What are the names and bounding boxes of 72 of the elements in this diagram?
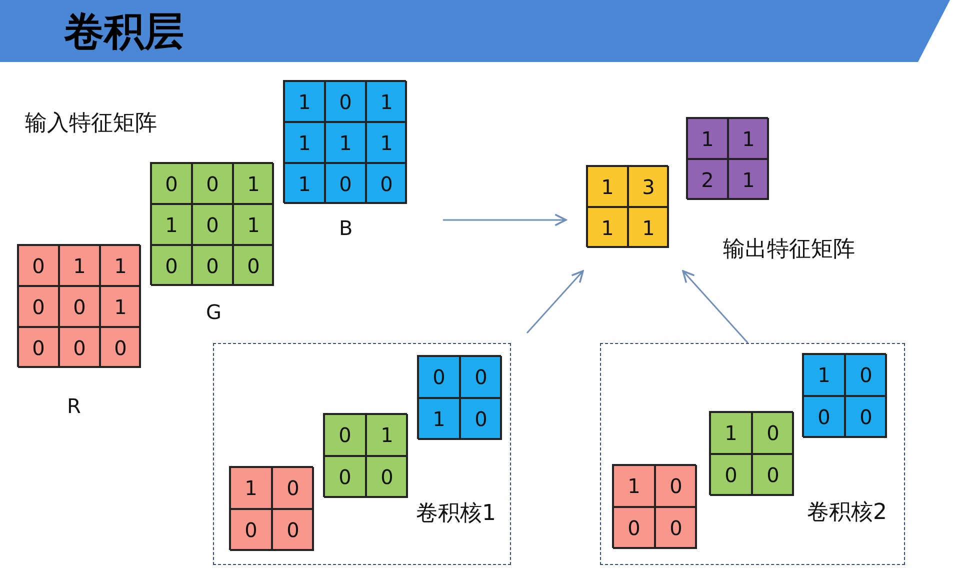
matrix-value: 0 <box>460 398 502 440</box>
matrix-value: 0 <box>752 412 794 454</box>
matrix-value: 1 <box>59 245 100 286</box>
matrix-value: 1 <box>587 166 628 207</box>
matrix-value: 1 <box>100 245 141 286</box>
matrix-value: 1 <box>587 207 628 248</box>
matrix-value: 0 <box>100 327 141 368</box>
matrix-value: 0 <box>366 456 408 498</box>
matrix-value: 0 <box>845 396 887 438</box>
matrix-value: 0 <box>233 245 274 286</box>
matrix-value: 2 <box>687 159 728 200</box>
matrix-value: 1 <box>687 118 728 159</box>
matrix-value: 0 <box>325 163 366 204</box>
matrix-value: 0 <box>710 454 752 496</box>
matrix-value: 0 <box>59 327 100 368</box>
section-label: 输出特征矩阵 <box>723 236 855 264</box>
matrix-value: 1 <box>366 414 408 456</box>
matrix-value: 0 <box>272 467 314 509</box>
matrix-value: 1 <box>628 207 669 248</box>
matrix-value: 1 <box>284 122 325 163</box>
matrix-value: 0 <box>324 456 366 498</box>
matrix-value: 1 <box>151 204 192 245</box>
matrix-value: 0 <box>192 204 233 245</box>
matrix-value: 0 <box>325 81 366 122</box>
matrix-value: 1 <box>418 398 460 440</box>
kernel-label: 卷积核2 <box>807 499 887 527</box>
matrix-value: 0 <box>18 245 59 286</box>
arrow <box>526 270 584 334</box>
matrix-value: 0 <box>272 509 314 551</box>
matrix-value: 0 <box>418 356 460 398</box>
matrix-value: 3 <box>628 166 669 207</box>
section-label: 输入特征矩阵 <box>25 110 157 138</box>
channel-label: B <box>339 216 353 240</box>
title: 卷积层 <box>64 8 184 57</box>
matrix-value: 1 <box>233 204 274 245</box>
matrix-value: 0 <box>845 354 887 396</box>
matrix-value: 1 <box>803 354 845 396</box>
matrix-value: 0 <box>59 286 100 327</box>
matrix-value: 1 <box>325 122 366 163</box>
matrix-value: 1 <box>728 118 769 159</box>
matrix-value: 1 <box>710 412 752 454</box>
matrix-value: 0 <box>192 245 233 286</box>
matrix-value: 0 <box>230 509 272 551</box>
matrix-value: 0 <box>151 245 192 286</box>
dashed-kernel-frame <box>213 343 511 565</box>
matrix-value: 0 <box>366 163 407 204</box>
dashed-kernel-frame <box>600 343 905 565</box>
arrow <box>443 214 567 226</box>
matrix-value: 0 <box>655 465 697 507</box>
matrix-value: 0 <box>18 327 59 368</box>
matrix-value: 0 <box>18 286 59 327</box>
matrix-value: 1 <box>233 163 274 204</box>
matrix-value: 0 <box>613 507 655 549</box>
matrix-value: 0 <box>803 396 845 438</box>
kernel-label: 卷积核1 <box>416 500 496 528</box>
matrix-value: 1 <box>100 286 141 327</box>
channel-label: G <box>206 300 222 324</box>
matrix-value: 1 <box>728 159 769 200</box>
matrix-value: 1 <box>613 465 655 507</box>
arrow <box>682 270 748 344</box>
matrix-value: 0 <box>324 414 366 456</box>
channel-label: R <box>67 394 81 418</box>
matrix-value: 1 <box>366 81 407 122</box>
matrix-value: 0 <box>151 163 192 204</box>
matrix-value: 0 <box>192 163 233 204</box>
matrix-value: 0 <box>460 356 502 398</box>
matrix-value: 1 <box>284 81 325 122</box>
matrix-value: 1 <box>366 122 407 163</box>
matrix-value: 1 <box>230 467 272 509</box>
matrix-value: 1 <box>284 163 325 204</box>
matrix-value: 0 <box>752 454 794 496</box>
matrix-value: 0 <box>655 507 697 549</box>
